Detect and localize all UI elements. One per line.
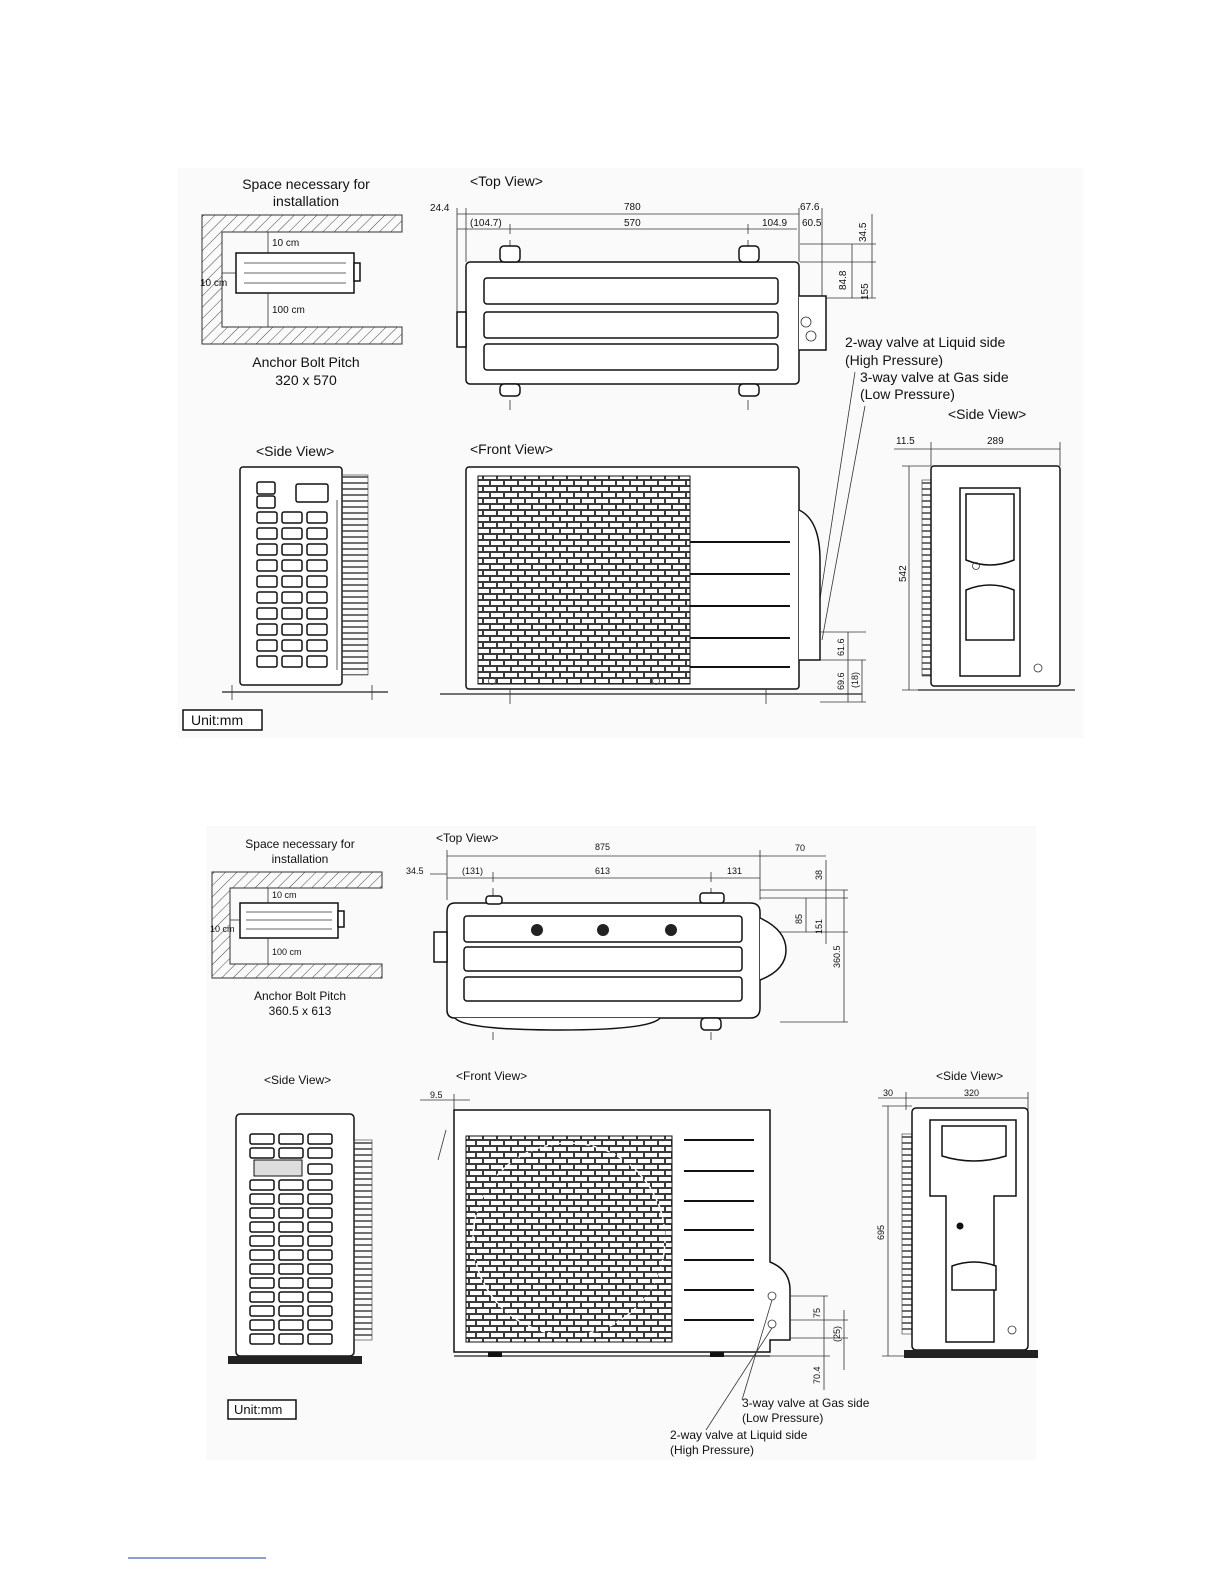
space-title-line1: Space necessary for (245, 837, 354, 851)
dim-25: (25) (832, 1326, 842, 1342)
anchor-bolt-value: 320 x 570 (275, 372, 337, 388)
diagram-2: Space necessary for installation 10 cm 1… (206, 826, 1038, 1460)
dim-24-4: 24.4 (430, 203, 450, 214)
dim-67-6: 67.6 (800, 202, 820, 213)
dim-75: 75 (812, 1308, 822, 1318)
wall-hatch (211, 871, 383, 979)
clear-bottom-label: 100 cm (272, 947, 302, 957)
space-title-line2: installation (272, 852, 329, 866)
top-view-label: <Top View> (470, 173, 543, 189)
anchor-bolt-title: Anchor Bolt Pitch (252, 354, 359, 370)
valve-callouts-1: 2-way valve at Liquid side (High Pressur… (817, 334, 1009, 641)
dim-9-5: 9.5 (430, 1090, 443, 1100)
dim-70: 70 (795, 843, 805, 853)
dim-151: 151 (814, 919, 824, 934)
dim-155: 155 (860, 283, 871, 300)
dim-289: 289 (987, 436, 1004, 447)
front-view-2: <Front View> 9.5 75 (420, 1069, 848, 1390)
side-view-right-1: <Side View> 11.5 289 542 (894, 406, 1075, 691)
unit-label-2: Unit:mm (234, 1402, 282, 1417)
valve-gas-line1: 3-way valve at Gas side (742, 1396, 870, 1410)
clear-top-label: 10 cm (272, 238, 299, 249)
anchor-bolt-value: 360.5 x 613 (269, 1004, 332, 1018)
clear-left-label: 10 cm (210, 924, 235, 934)
dim-360-5: 360.5 (832, 945, 842, 968)
valve-gas-line2: (Low Pressure) (860, 386, 955, 402)
dim-85: 85 (794, 914, 804, 924)
dim-60-5: 60.5 (802, 218, 822, 229)
dim-320: 320 (964, 1088, 979, 1098)
valve-gas-line2: (Low Pressure) (742, 1411, 823, 1425)
clear-bottom-label: 100 cm (272, 305, 305, 316)
dim-104-7: (104.7) (470, 218, 502, 229)
valve-callouts-2: 3-way valve at Gas side (Low Pressure) 2… (670, 1299, 870, 1457)
space-title-line2: installation (273, 193, 339, 209)
unit-box-1 (182, 709, 263, 731)
valve-liquid-line1: 2-way valve at Liquid side (845, 334, 1006, 350)
front-view-label: <Front View> (456, 1069, 527, 1083)
dim-84-8: 84.8 (838, 270, 849, 290)
top-view-1: <Top View> 24.4 780 67.6 (104.7) 570 104… (430, 173, 876, 410)
installation-space-1: Space necessary for installation 10 cm 1… (200, 176, 403, 388)
dim-131b: 131 (727, 866, 742, 876)
side-view-left-label: <Side View> (256, 443, 334, 459)
anchor-bolt-title: Anchor Bolt Pitch (254, 989, 346, 1003)
front-view-label: <Front View> (470, 441, 553, 457)
dim-38: 38 (814, 870, 824, 880)
wall-hatch (201, 214, 403, 345)
dim-570: 570 (624, 218, 641, 229)
clear-top-label: 10 cm (272, 890, 297, 900)
vent-slots (249, 1133, 333, 1345)
dim-875: 875 (595, 842, 610, 852)
side-view-left-1: <Side View> (222, 443, 388, 700)
fan-grille (477, 475, 691, 685)
dim-34-5: 34.5 (406, 866, 424, 876)
front-view-1: <Front View> 61.6 69.6 (18) (440, 441, 866, 704)
valve-liquid-line2: (High Pressure) (670, 1443, 754, 1457)
dim-11-5: 11.5 (896, 436, 915, 447)
valve-liquid-line2: (High Pressure) (845, 352, 943, 368)
dim-613: 613 (595, 866, 610, 876)
top-view-label: <Top View> (436, 831, 499, 845)
dim-104-9: 104.9 (762, 218, 787, 229)
side-view-right-2: <Side View> 30 320 695 (876, 1069, 1038, 1358)
dim-61-6: 61.6 (836, 638, 846, 656)
side-view-right-label: <Side View> (936, 1069, 1003, 1083)
unit-outline (239, 902, 339, 939)
valve-liquid-line1: 2-way valve at Liquid side (670, 1428, 808, 1442)
valve-gas-line1: 3-way valve at Gas side (860, 369, 1009, 385)
fan-grille (465, 1135, 673, 1343)
unit-label-1: Unit:mm (191, 712, 243, 728)
clear-left-label: 10 cm (200, 278, 227, 289)
dim-69-6: 69.6 (836, 672, 846, 690)
dim-70-4: 70.4 (812, 1366, 822, 1384)
side-view-left-2: <Side View> (228, 1073, 373, 1364)
side-view-left-label: <Side View> (264, 1073, 331, 1087)
dim-34-5: 34.5 (858, 222, 869, 242)
top-view-2: <Top View> 34.5 875 70 (131) 613 131 38 (406, 831, 848, 1040)
dim-18: (18) (850, 672, 860, 688)
dim-542: 542 (898, 565, 909, 582)
dim-30: 30 (883, 1088, 893, 1098)
dim-695: 695 (876, 1225, 886, 1240)
diagram-1: Space necessary for installation 10 cm 1… (178, 168, 1083, 738)
space-title-line1: Space necessary for (242, 176, 370, 192)
side-view-right-label: <Side View> (948, 406, 1026, 422)
dim-131a: (131) (462, 866, 483, 876)
dim-780: 780 (624, 202, 641, 213)
unit-box-2 (227, 1399, 297, 1420)
installation-space-2: Space necessary for installation 10 cm 1… (210, 837, 383, 1018)
